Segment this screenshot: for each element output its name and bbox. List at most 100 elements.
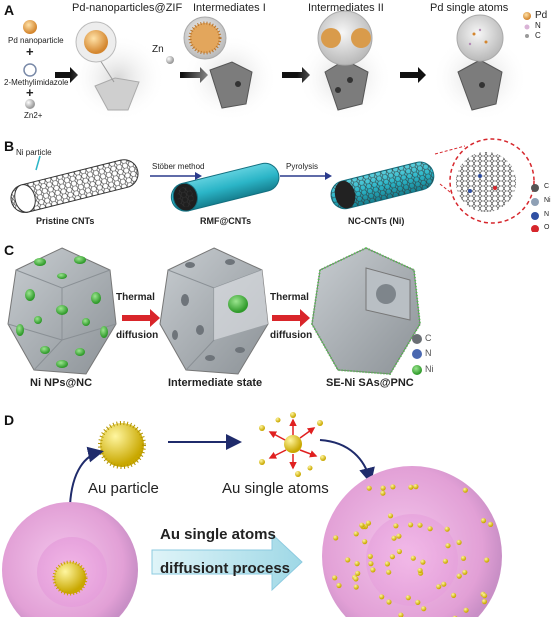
thermal-2b: diffusion (270, 330, 313, 341)
pyrolysis-label: Pyrolysis (286, 162, 319, 171)
stage4-title: Pd single atoms (430, 2, 509, 14)
au-atom (415, 599, 421, 605)
zn-atom-icon (166, 56, 174, 64)
arrow-d-up (69, 446, 104, 506)
panel-d-label: D (4, 412, 15, 428)
au-atom (368, 561, 374, 567)
intermediate-polyhedron (159, 247, 269, 375)
au-atom (427, 526, 433, 532)
zn2-label: Zn2+ (24, 111, 43, 120)
rmf-cnt (170, 162, 280, 212)
legend-pd: Pd (535, 10, 548, 21)
ni-particle-label: Ni particle (16, 148, 52, 157)
au-atom (353, 531, 359, 537)
au-atom (410, 555, 416, 561)
au-atom (367, 553, 373, 559)
ni-nps-nc-polyhedron (7, 247, 117, 375)
arrow-c1 (122, 309, 160, 327)
panel-b: B (0, 136, 553, 232)
pd-core (84, 30, 108, 54)
au-atom (460, 555, 467, 561)
thermal-1a: Thermal (116, 292, 155, 303)
au-atom (462, 487, 468, 493)
au-particle (100, 423, 144, 467)
au-atom (463, 607, 469, 613)
au-particle-label: Au particle (88, 480, 159, 497)
legend-n-label: N (425, 348, 432, 358)
au-atom (386, 599, 392, 605)
au-single-atoms-cluster (259, 412, 326, 477)
legend-ni-text: Ni (544, 197, 551, 204)
au-atom (420, 559, 426, 565)
legend-n: N (535, 21, 541, 30)
intermediate-state-label: Intermediate state (168, 377, 263, 389)
au-atom (421, 606, 427, 612)
legend-c-text: C (544, 183, 550, 190)
au-atom (408, 522, 414, 528)
legend-c-sphere (412, 334, 422, 344)
au-atom (353, 576, 359, 582)
au-atom (386, 569, 392, 575)
panel-a-graphic (23, 10, 531, 122)
au-atom (370, 567, 376, 573)
pristine-cnts-label: Pristine CNTs (36, 216, 95, 226)
au-atom (379, 594, 385, 600)
legend-ni-sphere (412, 365, 422, 375)
au-atom (390, 484, 396, 490)
stage1-title: Pd-nanoparticles@ZIF (72, 2, 183, 14)
stage2-title: Intermediates I (193, 2, 266, 14)
au-atom (398, 612, 404, 617)
legend-n-text: N (544, 211, 550, 218)
methylimidazole-label: 2-Methylimidazole (4, 78, 69, 87)
au-atom (396, 533, 402, 539)
au-atom (417, 522, 423, 528)
pristine-cnt (10, 159, 139, 213)
au-atom (480, 518, 487, 524)
au-atom (396, 548, 402, 555)
au-atom (354, 561, 360, 567)
au-atom (362, 539, 368, 545)
intermediate2 (297, 10, 393, 122)
legend-ni-label: Ni (425, 364, 434, 374)
zif-stage1 (70, 21, 166, 122)
au-atom (445, 543, 451, 549)
panel-c-graphic (7, 246, 422, 376)
au-atom (462, 569, 468, 575)
legend-o-ball (531, 225, 539, 232)
au-atom (380, 490, 386, 496)
process-arrow (151, 532, 303, 592)
au-atom (365, 520, 372, 526)
legend-c-ball (531, 184, 539, 192)
panel-a: A (0, 0, 553, 128)
au-atom (408, 484, 414, 490)
au-atom (456, 539, 462, 545)
stage3-title: Intermediates II (308, 2, 384, 14)
nc-cnts-label: NC-CNTs (Ni) (348, 216, 405, 226)
au-atom (389, 554, 395, 560)
panel-d: D (0, 410, 553, 617)
right-sphere (322, 466, 502, 617)
plus-2: + (26, 85, 34, 100)
au-atom (353, 584, 359, 590)
zn-label: Zn (152, 44, 164, 55)
au-atom (436, 584, 442, 590)
legend-c-label: C (425, 333, 432, 343)
intermediate1 (182, 16, 278, 122)
thermal-2a: Thermal (270, 292, 309, 303)
pd-single-atoms-stage (432, 14, 528, 122)
au-atom (380, 485, 386, 491)
stober-label: Stöber method (152, 162, 205, 171)
process-text-1: Au single atoms (160, 526, 276, 543)
au-atom (481, 599, 487, 605)
zn-ion-icon (25, 99, 35, 109)
au-atom (413, 484, 419, 490)
au-atom (345, 557, 351, 563)
au-atom (482, 593, 488, 599)
au-atom (393, 523, 399, 529)
arrow-c2 (272, 309, 310, 327)
plus-1: + (26, 44, 34, 59)
legend-n-ball (531, 212, 539, 220)
panel-b-label: B (4, 138, 15, 154)
panel-a-label: A (4, 2, 15, 18)
zoom-line-top (434, 145, 466, 155)
